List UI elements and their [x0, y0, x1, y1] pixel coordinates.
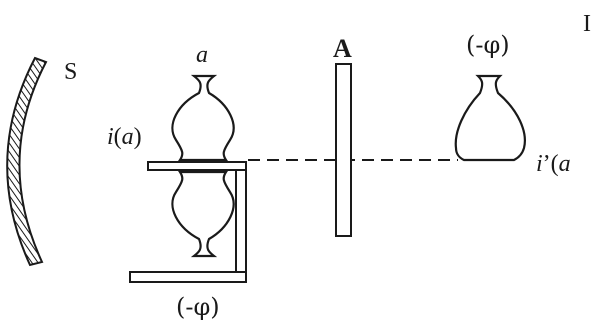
mirror-foot	[129, 271, 247, 283]
phase-label-top: (-φ)	[466, 31, 510, 59]
image-prime-label: i’(a	[536, 151, 571, 177]
mirror-shelf-top	[147, 161, 247, 171]
screen-curved-hatched	[6, 56, 48, 267]
analyzer-label: A	[333, 34, 352, 63]
analyzer-plate	[335, 63, 352, 237]
vase-object	[171, 74, 235, 162]
vase-image-right	[454, 74, 526, 162]
edge-fragment-label: I	[583, 11, 591, 37]
phase-label-bottom: (-φ)	[176, 293, 220, 321]
object-label: a	[196, 42, 208, 68]
screen-label: S	[64, 59, 78, 85]
vase-reflection	[171, 170, 235, 258]
image-label: i(a)	[107, 124, 142, 150]
mirror-plate-vertical	[235, 169, 247, 283]
